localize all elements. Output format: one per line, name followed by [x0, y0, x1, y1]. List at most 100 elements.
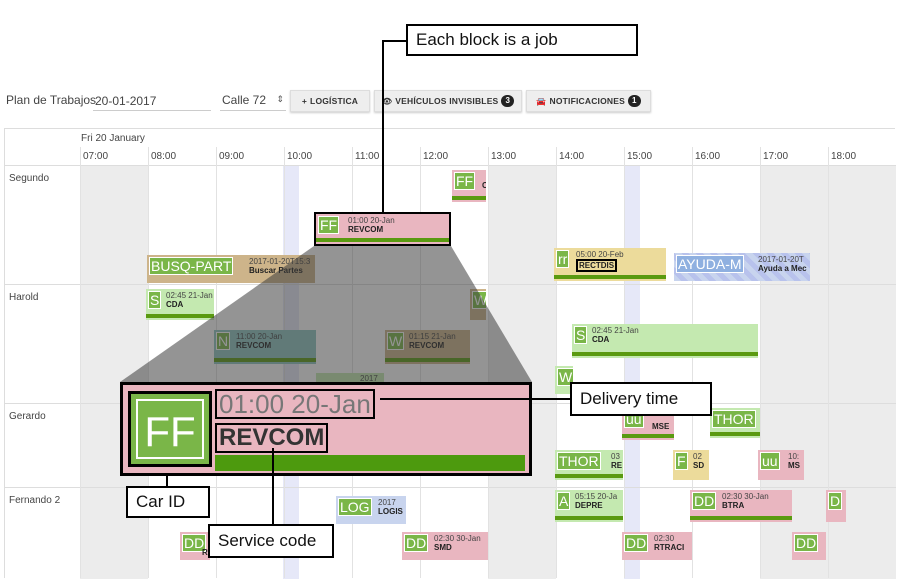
plan-label: Plan de Trabajos [6, 93, 97, 107]
service-code: CDA [592, 335, 610, 344]
row-divider [5, 487, 896, 488]
resource-label: Fernando 2 [9, 495, 61, 506]
delivery-time: 02 [693, 452, 702, 461]
job-block[interactable]: BUSQ-PART 2017-01-20T15:3 Buscar Partes [147, 255, 315, 283]
progress-bar [452, 196, 486, 200]
service-code: C [482, 181, 486, 190]
job-block[interactable]: DD RTRACI [180, 532, 210, 560]
job-block[interactable]: THOR 03 RE [555, 450, 623, 480]
service-code: MSE [652, 422, 670, 431]
delivery-time: 02:45 21-Jan [166, 291, 213, 300]
location-select[interactable]: Calle 72 ⇕ [220, 91, 286, 111]
job-block[interactable]: A 05:15 20-Ja DEPRE [555, 490, 623, 522]
job-block[interactable]: rr 05:00 20-Feb RECTDIS [554, 248, 666, 281]
zoomed-car-id-text: FF [136, 399, 204, 459]
delivery-time: 03 [611, 452, 620, 461]
car-id-badge: DD [182, 534, 207, 552]
callout-text: Delivery time [580, 389, 679, 408]
job-block[interactable]: AYUDA-M 2017-01-20T Ayuda a Mec [674, 253, 810, 281]
job-block[interactable]: F 02 SD [673, 450, 709, 480]
toolbar: Plan de Trabajos Calle 72 ⇕ + LOGÍSTICA … [0, 88, 899, 114]
job-block[interactable]: W [555, 366, 573, 394]
hour-label: 16:00 [695, 151, 721, 162]
progress-bar [572, 352, 758, 356]
resource-label: Harold [9, 292, 39, 303]
service-code: SMD [434, 543, 452, 552]
resource-label: Segundo [9, 173, 50, 184]
job-block[interactable]: FF 01:00 20-Jan REVCOM [314, 212, 451, 246]
job-block[interactable]: W 01:15 21-Jan REVCOM [385, 330, 470, 364]
notifications-button[interactable]: 🚘 NOTIFICACIONES 1 [526, 90, 651, 112]
hour-label: 10:00 [287, 151, 313, 162]
job-block[interactable]: DD 02:30 30-Jan SMD [402, 532, 488, 560]
job-block[interactable]: DD [792, 532, 826, 560]
zoomed-job-block: FF 01:00 20-Jan REVCOM [120, 382, 532, 476]
lunch-shade [488, 165, 556, 579]
delivery-time: 02:30 [654, 534, 675, 543]
job-block[interactable]: N 11:00 20-Jan REVCOM [214, 330, 316, 364]
progress-bar [316, 238, 449, 242]
car-id-badge: LOG [338, 498, 372, 516]
service-code: RTRACI [202, 548, 210, 557]
current-slot-highlight [283, 165, 299, 579]
job-block[interactable]: FF C [452, 170, 486, 202]
zoomed-service-code: REVCOM [215, 423, 329, 453]
hour-gridline [760, 147, 761, 578]
job-block[interactable]: DD 02:30 RTRACI [622, 532, 692, 560]
car-id-badge: AYUDA-M [676, 255, 744, 273]
job-block[interactable]: uu 10: MS [758, 450, 804, 480]
invisible-count-badge: 3 [501, 95, 515, 107]
zoomed-delivery-time: 01:00 20-Jan [215, 389, 375, 419]
progress-bar [214, 358, 316, 362]
invisible-vehicles-button[interactable]: 👁 VEHÍCULOS INVISIBLES 3 [374, 90, 522, 112]
service-code: SD [693, 461, 705, 470]
car-id-badge: W [557, 368, 573, 386]
service-code: CDA [166, 300, 184, 309]
zoomed-progress-bar [215, 455, 525, 471]
job-block[interactable]: D [826, 490, 846, 522]
car-id-badge: S [574, 326, 588, 344]
date-input[interactable] [93, 91, 211, 111]
service-code: Buscar Partes [249, 266, 303, 275]
car-id-badge: THOR [712, 410, 756, 428]
progress-bar [385, 358, 470, 362]
hour-label: 17:00 [763, 151, 789, 162]
delivery-time: 05:00 20-Feb [576, 250, 624, 259]
job-block[interactable]: S 02:45 21-Jan CDA [146, 289, 214, 320]
callout-car-id: Car ID [126, 486, 210, 518]
location-value: Calle 72 [222, 93, 267, 107]
car-id-badge: THOR [557, 452, 601, 470]
hour-gridline [80, 147, 81, 578]
service-code: RECTDIS [576, 259, 618, 272]
car-id-badge: A [557, 492, 571, 510]
notifications-label: NOTIFICACIONES [549, 96, 626, 106]
job-block[interactable]: THOR [710, 408, 760, 438]
service-code: REVCOM [348, 225, 384, 234]
day-header: Fri 20 January [81, 133, 145, 144]
delivery-time: 2017 [378, 498, 396, 507]
hour-label: 18:00 [831, 151, 857, 162]
service-code: RTRACI [654, 543, 685, 552]
hour-gridline [692, 147, 693, 578]
car-id-badge: FF [454, 172, 476, 190]
service-code: RE [611, 461, 623, 470]
hour-label: 09:00 [219, 151, 245, 162]
delivery-time: 01:15 21-Jan [409, 332, 456, 341]
service-code: REVCOM [236, 341, 272, 350]
logistics-button[interactable]: + LOGÍSTICA [290, 90, 370, 112]
service-code: BTRA [722, 501, 745, 510]
row-divider [5, 284, 896, 285]
callout-line [272, 448, 274, 524]
job-block[interactable]: DD 02:30 30-Jan BTRA [690, 490, 792, 522]
delivery-time: 2017-01-20T [758, 255, 804, 264]
progress-bar [622, 434, 674, 438]
job-block[interactable]: W [470, 289, 486, 320]
hour-label: 14:00 [559, 151, 585, 162]
service-code: REVCOM [409, 341, 445, 350]
job-block[interactable]: LOG 2017 LOGIS [336, 496, 406, 524]
delivery-time: 10: [788, 452, 800, 461]
car-id-badge: rr [556, 250, 570, 268]
job-block[interactable]: S 02:45 21-Jan CDA [572, 324, 758, 358]
callout-line [166, 476, 168, 488]
hour-label: 07:00 [83, 151, 109, 162]
